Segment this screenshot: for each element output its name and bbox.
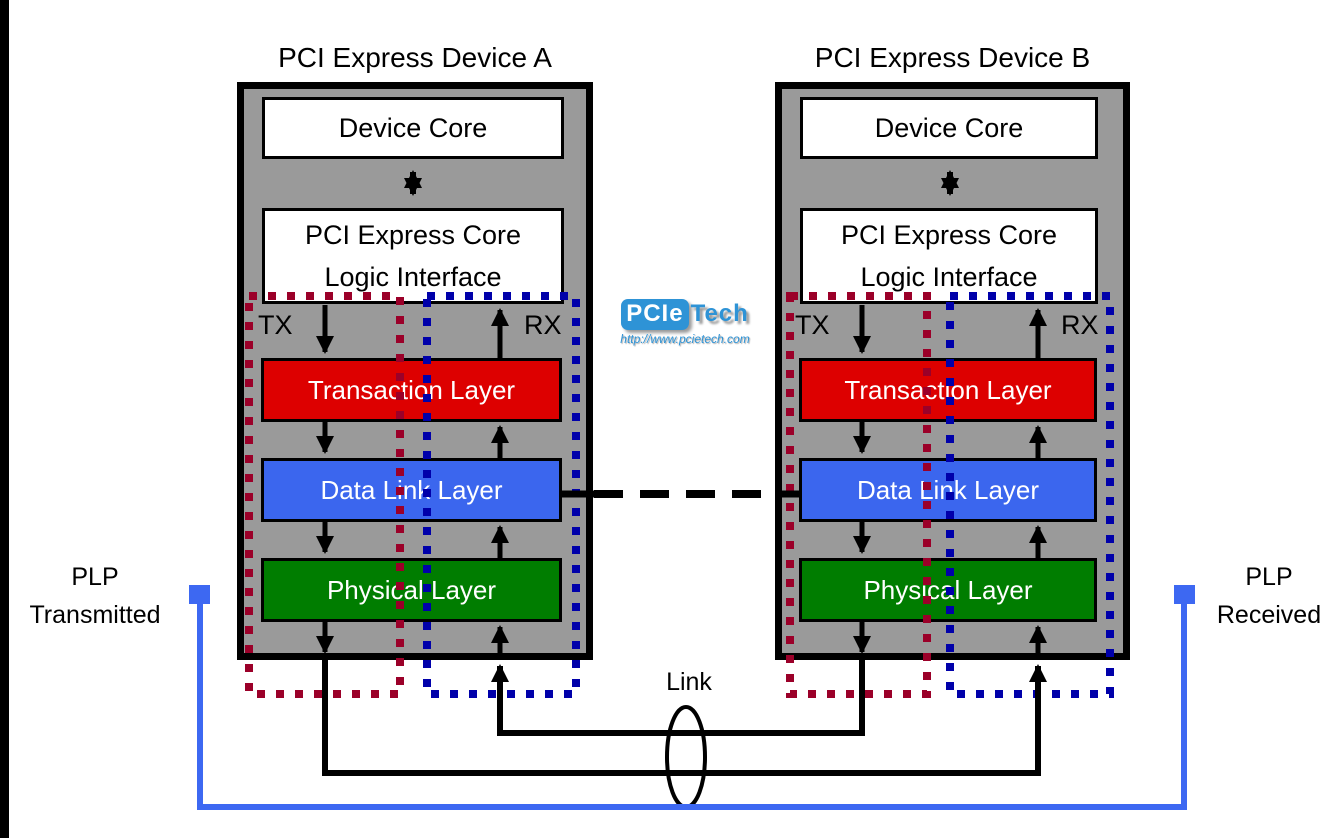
pcietech-logo-url: http://www.pcietech.com — [620, 332, 750, 346]
device-b-rx-label: RX — [1061, 310, 1099, 340]
device-b-core-logic-line2: Logic Interface — [860, 262, 1038, 292]
left-edge-bar — [0, 0, 9, 838]
device-a-tx-label: TX — [258, 310, 293, 340]
device-b-transaction-layer-box: Transaction Layer — [799, 358, 1097, 422]
plp-received-label: PLP Received — [1194, 558, 1344, 634]
device-b-device-core-label: Device Core — [874, 113, 1024, 143]
plp-transmitted-label: PLP Transmitted — [8, 558, 182, 634]
pcietech-logo-badge: PCIe — [621, 299, 689, 330]
device-b-device-core-box: Device Core — [800, 97, 1098, 159]
device-a-device-core-box: Device Core — [262, 97, 564, 159]
device-a-physical-layer-box: Physical Layer — [261, 558, 562, 622]
device-b-data-link-layer-label: Data Link Layer — [856, 474, 1040, 505]
device-a-title: PCI Express Device A — [278, 42, 552, 73]
device-a-rx-label: RX — [524, 310, 562, 340]
device-a-device-core-label: Device Core — [338, 113, 488, 143]
device-a-transaction-layer-box: Transaction Layer — [261, 358, 562, 422]
device-a-core-logic-box: PCI Express Core Logic Interface — [262, 208, 564, 304]
device-b-physical-layer-label: Physical Layer — [863, 574, 1033, 605]
device-b-data-link-layer-box: Data Link Layer — [799, 458, 1097, 522]
plp-transmit-endpoint-marker — [189, 585, 210, 604]
device-a-transaction-layer-label: Transaction Layer — [307, 374, 516, 405]
device-b-core-logic-line1: PCI Express Core — [840, 220, 1058, 250]
plp-transmitted-line1: PLP — [71, 563, 119, 591]
device-b-title: PCI Express Device B — [814, 42, 1091, 73]
plp-received-line1: PLP — [1245, 563, 1293, 591]
device-b-physical-layer-box: Physical Layer — [799, 558, 1097, 622]
device-a-core-logic-line2: Logic Interface — [324, 262, 502, 292]
device-b-tx-label: TX — [795, 310, 830, 340]
plp-receive-endpoint-marker — [1174, 585, 1195, 604]
link-ellipse — [665, 705, 707, 809]
device-b-transaction-layer-label: Transaction Layer — [844, 374, 1052, 405]
pcietech-logo-tech: Tech — [690, 300, 749, 327]
device-a-data-link-layer-box: Data Link Layer — [261, 458, 562, 522]
device-a-data-link-layer-label: Data Link Layer — [320, 474, 503, 505]
device-a-physical-layer-label: Physical Layer — [326, 574, 497, 605]
link-label: Link — [666, 668, 712, 696]
plp-transmitted-line2: Transmitted — [29, 601, 161, 629]
device-a-core-logic-line1: PCI Express Core — [304, 220, 522, 250]
device-b-core-logic-box: PCI Express Core Logic Interface — [800, 208, 1098, 304]
plp-received-line2: Received — [1216, 601, 1322, 629]
